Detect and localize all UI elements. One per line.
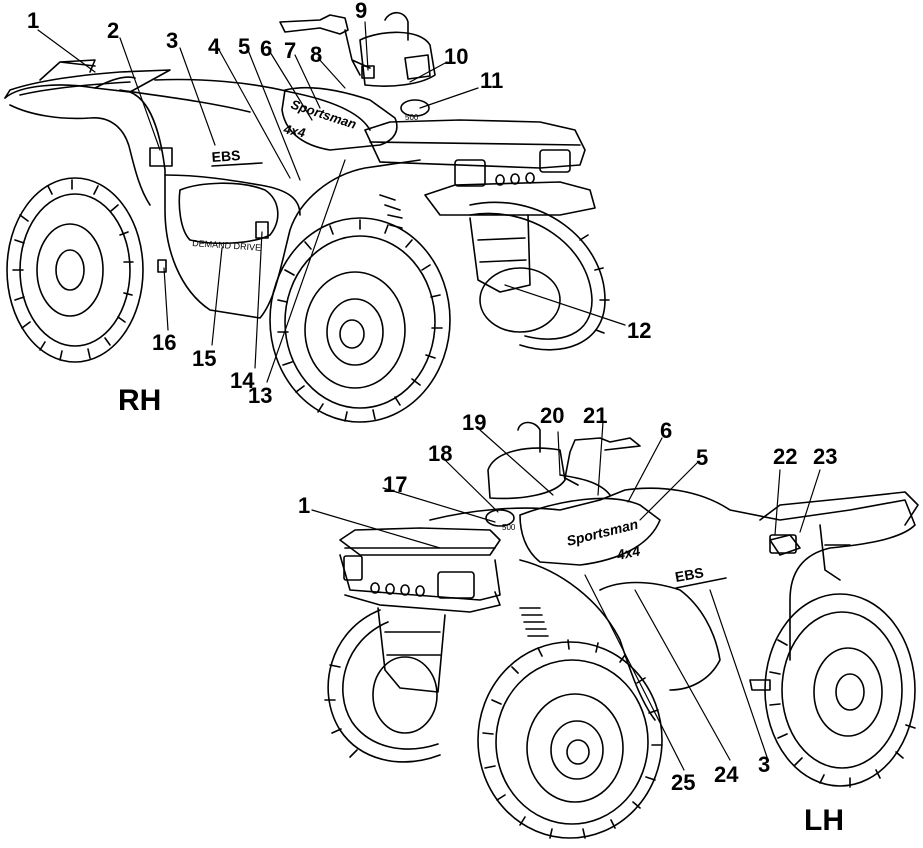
atv-left-view: Sportsman 4x4 EBS 500: [324, 421, 919, 839]
rh-4x4-text: 4x4: [281, 121, 307, 141]
callout-rh-10: 10: [444, 44, 469, 69]
rh-demand-drive-text: DEMAND DRIVE: [192, 238, 262, 253]
lh-500-text: 500: [502, 523, 516, 532]
callout-rh-9: 9: [355, 0, 368, 23]
callout-lh-5: 5: [696, 445, 709, 470]
leader-lines: [37, 21, 821, 771]
rh-front-rack: [4, 69, 171, 99]
rh-small-decal-16: [157, 259, 167, 273]
callout-lh-24: 24: [714, 762, 739, 787]
lh-front-rack: [339, 527, 501, 556]
lh-front-wheel-left: [324, 609, 441, 763]
callout-rh-1: 1: [27, 8, 40, 33]
lh-ebs-text: EBS: [674, 564, 705, 585]
lh-front-wheel-main: [477, 639, 663, 839]
rh-ebs-text: EBS: [211, 147, 241, 165]
callout-rh-8: 8: [310, 42, 323, 67]
rh-rear-rack: [364, 119, 586, 169]
rh-small-decal-2: [149, 147, 173, 167]
atv-right-view: EBS DEMAND DRIVE Sportsman 4x4 500: [4, 11, 610, 423]
callout-rh-3: 3: [166, 28, 179, 53]
callout-lh-22: 22: [773, 444, 798, 469]
lh-4x4-text: 4x4: [614, 542, 641, 563]
rh-front-wheel-left: [6, 177, 144, 363]
rh-500-text: 500: [405, 113, 419, 122]
callout-lh-23: 23: [813, 444, 838, 469]
view-label-lh: LH: [804, 804, 844, 837]
callout-lh-21: 21: [583, 403, 608, 428]
callout-rh-6: 6: [260, 36, 273, 61]
callout-lh-18: 18: [428, 441, 453, 466]
rh-ebs-decal: EBS: [211, 147, 263, 167]
callout-rh-5: 5: [238, 34, 251, 59]
callout-rh-13: 13: [248, 383, 273, 408]
lh-body: [429, 487, 916, 661]
lh-500-oval: [485, 509, 515, 527]
callout-rh-2: 2: [107, 18, 120, 43]
rh-500-oval: [400, 99, 430, 117]
callout-rh-7: 7: [284, 38, 297, 63]
lh-rear-wheel-right: [764, 593, 916, 788]
callout-rh-14: 14: [230, 368, 255, 393]
callout-lh-19: 19: [462, 410, 487, 435]
callout-lh-25: 25: [671, 770, 696, 795]
callout-rh-15: 15: [192, 346, 217, 371]
callout-rh-12: 12: [627, 318, 652, 343]
rh-front-fender: [4, 84, 421, 319]
callout-lh-1: 1: [298, 493, 311, 518]
callout-lh-6: 6: [660, 418, 673, 443]
callout-lh-20: 20: [540, 403, 565, 428]
rh-rear-wheel-main: [269, 217, 451, 423]
rh-rear-wheel-right: [469, 201, 610, 351]
callout-lh-17: 17: [383, 472, 408, 497]
callout-rh-16: 16: [152, 330, 177, 355]
callout-rh-11: 11: [480, 68, 504, 93]
callout-rh-4: 4: [208, 34, 221, 59]
callout-lh-3: 3: [758, 752, 771, 777]
view-label-rh: RH: [118, 384, 162, 417]
